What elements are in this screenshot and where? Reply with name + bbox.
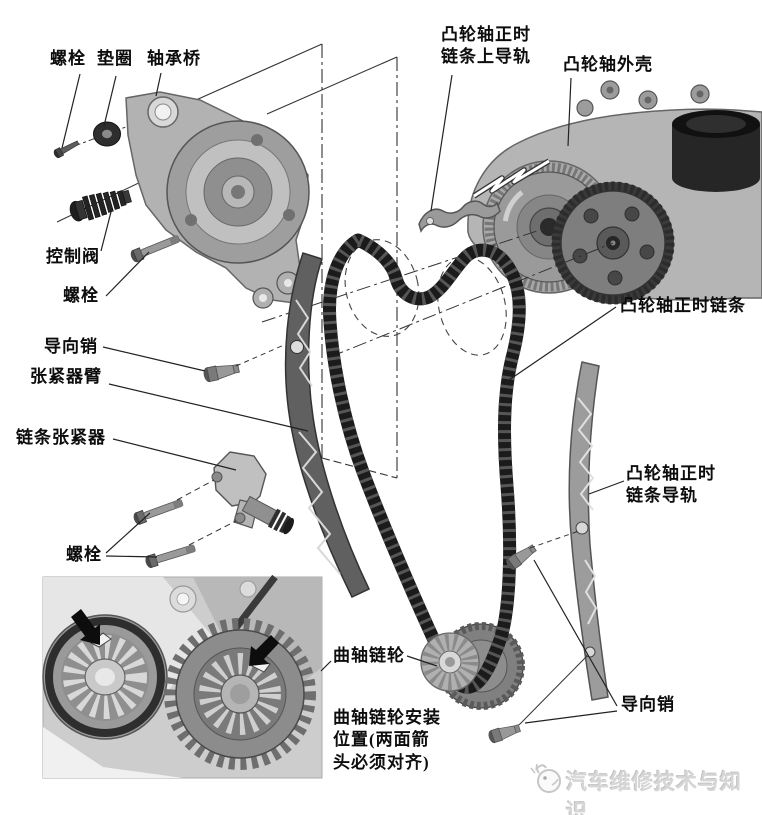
label-bolt-bottom: 螺栓 (66, 545, 102, 564)
label-timing-chain: 凸轮轴正时链条 (620, 296, 746, 315)
guide-pin-left-part (201, 360, 241, 384)
label-camshaft-housing: 凸轮轴外壳 (563, 55, 653, 74)
tensioner-bolt-axes (176, 479, 237, 546)
inset-arrow-right (249, 635, 279, 666)
label-crank-sprocket: 曲轴链轮 (333, 646, 405, 665)
label-chain-guide-rail: 凸轮轴正时 链条导轨 (626, 464, 716, 506)
crank-sprocket-front (420, 632, 480, 692)
label-guide-pin-right: 导向销 (621, 695, 675, 714)
chain-tensioner-part (211, 451, 294, 535)
label-bolt-top: 螺栓 (50, 49, 86, 68)
bolt-top-part (53, 140, 80, 159)
guide-pin-right-lower-part (486, 721, 522, 745)
bearing-bridge-part (125, 91, 313, 309)
label-washer: 垫圈 (97, 49, 133, 68)
inset-photo (42, 574, 323, 779)
watermark-logo (530, 763, 561, 793)
timing-chain-part (323, 233, 526, 694)
inset-crank-sprocket (164, 618, 316, 770)
watermark-text: 汽车维修技术与知识 (566, 770, 742, 815)
alignment-zigzag (472, 158, 551, 199)
washer-part (93, 121, 121, 147)
label-bearing-bridge: 轴承桥 (147, 49, 201, 68)
upper-chain-guide-part (418, 200, 501, 233)
control-valve-part (69, 189, 132, 222)
chain-guide-rail-part (568, 361, 609, 701)
tensioner-bolt-2 (143, 541, 198, 570)
label-bolt-mid: 螺栓 (63, 286, 99, 305)
pin-axes (235, 344, 588, 726)
inset-crank-nose (42, 614, 168, 740)
label-crank-sprocket-note: 曲轴链轮安装 位置(两面箭 头必须对齐) (333, 708, 441, 772)
inset-arrow-left (71, 609, 100, 645)
tensioner-arm-part (284, 252, 371, 598)
leader-lines (61, 72, 625, 724)
label-tensioner-arm: 张紧器臂 (30, 367, 102, 386)
label-chain-tensioner: 链条张紧器 (16, 428, 106, 447)
label-guide-pin-left: 导向销 (44, 337, 98, 356)
bolt-mid-part (128, 231, 182, 265)
exhaust-sprocket (551, 181, 675, 305)
label-control-valve: 控制阀 (46, 247, 100, 266)
label-upper-chain-guide: 凸轮轴正时 链条上导轨 (441, 25, 531, 67)
